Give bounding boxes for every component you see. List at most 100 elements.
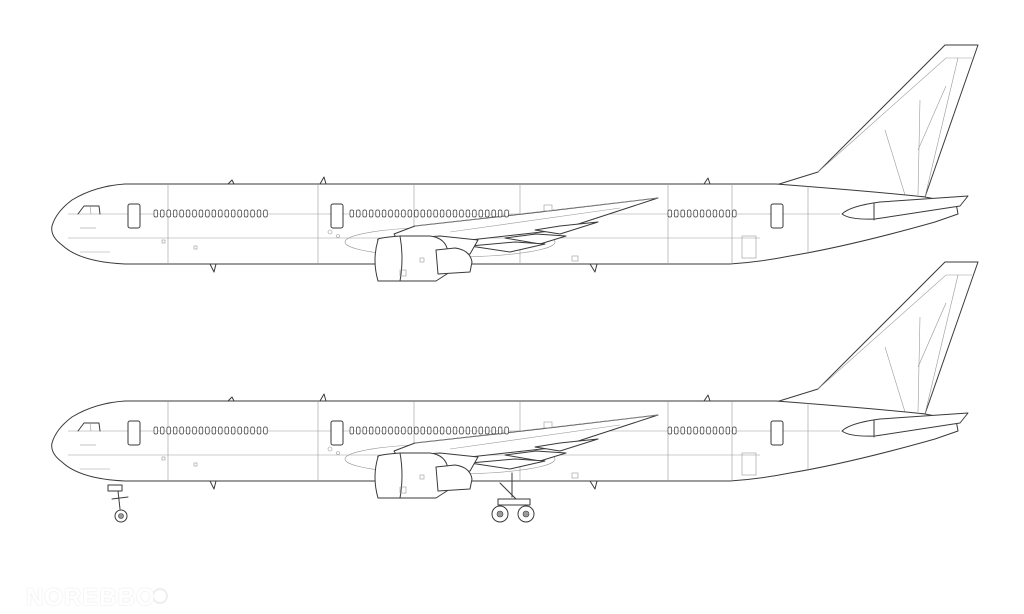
passenger-window [237, 426, 242, 435]
airplane-side-view-gear-down [51, 261, 979, 523]
passenger-window [686, 209, 692, 218]
airplane-side-view-gear-up [51, 44, 979, 282]
passenger-window [699, 209, 705, 218]
passenger-window [394, 426, 400, 435]
passenger-window [478, 426, 483, 435]
passenger-window [381, 426, 387, 435]
passenger-window [250, 426, 255, 435]
passenger-window [433, 426, 438, 435]
passenger-window-row [153, 426, 737, 435]
passenger-window [256, 209, 262, 218]
passenger-window [166, 426, 171, 435]
passenger-window [706, 209, 711, 218]
passenger-window [719, 209, 724, 218]
passenger-window [218, 209, 223, 218]
passenger-window [472, 209, 477, 218]
passenger-window [478, 209, 483, 218]
passenger-window-row [153, 209, 737, 218]
passenger-window [452, 209, 458, 218]
passenger-window [498, 209, 503, 218]
passenger-window [263, 426, 268, 435]
passenger-window [433, 209, 438, 218]
passenger-window [185, 209, 191, 218]
passenger-window [699, 426, 705, 435]
passenger-window [388, 426, 393, 435]
passenger-window [472, 426, 477, 435]
passenger-window [420, 426, 425, 435]
passenger-window [160, 426, 165, 435]
passenger-window [192, 209, 197, 218]
passenger-window [198, 426, 204, 435]
passenger-window [356, 209, 361, 218]
passenger-window [407, 209, 412, 218]
passenger-window [349, 209, 354, 218]
passenger-window [394, 209, 400, 218]
passenger-window [218, 426, 223, 435]
passenger-window [459, 209, 464, 218]
passenger-window [446, 426, 451, 435]
passenger-window [388, 209, 393, 218]
passenger-window [224, 426, 229, 435]
passenger-window [719, 426, 724, 435]
passenger-window [362, 426, 367, 435]
passenger-window [256, 426, 262, 435]
passenger-window [173, 426, 178, 435]
passenger-window [243, 209, 249, 218]
passenger-window [693, 426, 698, 435]
passenger-window [153, 426, 158, 435]
passenger-window [179, 209, 184, 218]
passenger-window [485, 426, 490, 435]
watermark-text: NOREBBO [26, 584, 156, 611]
passenger-window [504, 426, 509, 435]
passenger-window [465, 426, 471, 435]
passenger-window [427, 209, 432, 218]
passenger-window [166, 209, 171, 218]
watermark-logo-icon [152, 588, 168, 604]
passenger-window [375, 426, 380, 435]
passenger-window [369, 426, 374, 435]
passenger-window [369, 209, 374, 218]
passenger-window [250, 209, 255, 218]
passenger-window [686, 426, 692, 435]
passenger-window [401, 426, 406, 435]
passenger-window [680, 209, 685, 218]
passenger-window [192, 426, 197, 435]
passenger-window [375, 209, 380, 218]
passenger-window [452, 426, 458, 435]
passenger-window [381, 209, 387, 218]
passenger-window [732, 426, 737, 435]
passenger-window [407, 426, 412, 435]
passenger-window [674, 209, 679, 218]
passenger-window [356, 426, 361, 435]
passenger-window [706, 426, 711, 435]
passenger-window [185, 426, 191, 435]
passenger-window [349, 426, 354, 435]
passenger-window [179, 426, 184, 435]
passenger-window [173, 209, 178, 218]
passenger-window [667, 209, 672, 218]
passenger-window [498, 426, 503, 435]
passenger-window [263, 209, 268, 218]
passenger-window [485, 209, 490, 218]
passenger-window [211, 426, 217, 435]
passenger-window [420, 209, 425, 218]
passenger-window [427, 426, 432, 435]
passenger-window [153, 209, 158, 218]
passenger-window [732, 209, 737, 218]
passenger-window [712, 209, 718, 218]
passenger-window [205, 426, 210, 435]
passenger-window [237, 209, 242, 218]
passenger-window [439, 209, 445, 218]
passenger-window [504, 209, 509, 218]
passenger-window [667, 426, 672, 435]
passenger-window [465, 209, 471, 218]
passenger-window [712, 426, 718, 435]
passenger-window [414, 426, 419, 435]
passenger-window [231, 426, 236, 435]
passenger-window [439, 426, 445, 435]
passenger-window [205, 209, 210, 218]
passenger-window [446, 209, 451, 218]
passenger-window [243, 426, 249, 435]
passenger-window [224, 209, 229, 218]
